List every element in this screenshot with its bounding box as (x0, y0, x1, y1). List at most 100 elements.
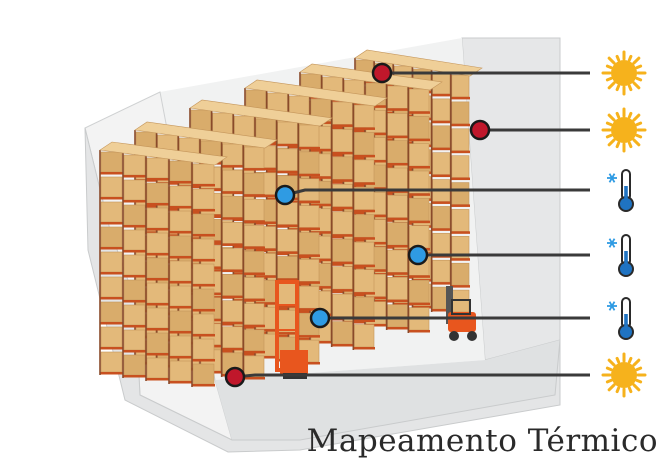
rack-beam (386, 135, 409, 139)
sun-ray (635, 76, 643, 82)
rack-beam (365, 105, 387, 108)
rack-box (277, 148, 298, 172)
rack-beam (192, 234, 215, 237)
rack-beam (123, 325, 146, 328)
sun-icon (601, 107, 647, 153)
rack-beam (431, 309, 451, 312)
rack-box (299, 259, 320, 282)
rack-beam (221, 295, 244, 299)
sensor-5-leader (309, 307, 590, 329)
rack-beam (123, 350, 146, 353)
rack-box (222, 169, 243, 192)
rack-box (332, 211, 353, 235)
rack-box (169, 285, 192, 307)
rack-box (146, 232, 169, 254)
rack-box (354, 296, 375, 320)
rack-upright (275, 120, 278, 362)
sensor-1-leader (371, 62, 590, 84)
rack-beam (221, 191, 244, 194)
sun-ray (607, 81, 616, 90)
rack-box (169, 335, 192, 357)
rack-box (387, 140, 408, 164)
rack-beam (431, 228, 451, 231)
rack-beam (300, 96, 322, 99)
rack-box (169, 185, 192, 207)
rack-beam (298, 200, 320, 204)
sun-ray (605, 133, 613, 139)
rack-upright (450, 73, 452, 315)
rack-beam (255, 221, 277, 225)
rack-box (332, 266, 353, 290)
rack-beam (123, 200, 146, 203)
rack-beam (431, 282, 451, 285)
rack-box (169, 235, 192, 257)
rack-box (432, 98, 451, 122)
rack-beam (353, 292, 375, 295)
rack-beam (343, 129, 365, 133)
rack-beam (100, 272, 123, 275)
rack-box (146, 257, 169, 279)
rack-beam (255, 248, 277, 251)
rack-box (299, 205, 320, 228)
sun-ray (615, 356, 621, 364)
rack-box (432, 259, 451, 283)
rack-beam (123, 175, 146, 178)
hot-sensor-marker (224, 366, 246, 388)
sun-ray (627, 141, 633, 149)
rack-box (123, 204, 146, 226)
rack-beam (374, 300, 394, 303)
rack-beam (146, 178, 169, 181)
rack-beam (192, 334, 215, 337)
rack-beam (169, 206, 192, 209)
rack-upright (297, 123, 300, 365)
sun-ray (615, 386, 621, 394)
rack-beam (211, 323, 234, 326)
thermometer-cold-icon (607, 169, 634, 212)
rack-beam (298, 146, 320, 150)
rack-beam (321, 263, 344, 266)
rack-upright (122, 153, 124, 378)
rack-box (354, 104, 375, 128)
rack-beam (310, 203, 332, 207)
rack-box (192, 313, 215, 335)
rack-beam (343, 266, 365, 269)
rack-box (146, 157, 169, 179)
rack-beam (386, 217, 409, 221)
rack-beam (431, 93, 451, 97)
rack-box (332, 184, 353, 208)
rack-box (244, 277, 265, 299)
sun-ray (615, 84, 621, 92)
rack-beam (100, 372, 123, 375)
rack-beam (123, 250, 146, 253)
rack-beam (343, 157, 365, 160)
rack-beam (408, 111, 430, 114)
rack-beam (146, 228, 169, 231)
rack-beam (146, 253, 169, 256)
rack-box (123, 254, 146, 276)
rack-beam (276, 305, 299, 308)
rack-beam (343, 184, 365, 187)
rack-box (354, 159, 375, 183)
rack-beam (343, 211, 365, 215)
rack-box (100, 326, 123, 348)
rack-beam (353, 347, 375, 350)
rack-beam (408, 275, 430, 278)
rack-beam (321, 181, 344, 184)
rack-beam (298, 173, 320, 177)
rack-upright (352, 103, 355, 350)
rack-box (146, 332, 169, 354)
rack-beam (353, 237, 375, 240)
rack-box (192, 363, 215, 385)
rack-beam (450, 96, 470, 100)
sun-ray (632, 113, 641, 122)
rack-box (244, 329, 265, 352)
sun-ray (635, 366, 643, 372)
rack-beam (321, 290, 344, 294)
thermometer-level (624, 314, 628, 330)
rack-box (354, 324, 375, 348)
rack-box (222, 195, 243, 218)
rack-beam (192, 209, 215, 212)
rack-beam (146, 378, 169, 381)
rack-box (332, 101, 353, 125)
rack-beam (288, 310, 310, 314)
